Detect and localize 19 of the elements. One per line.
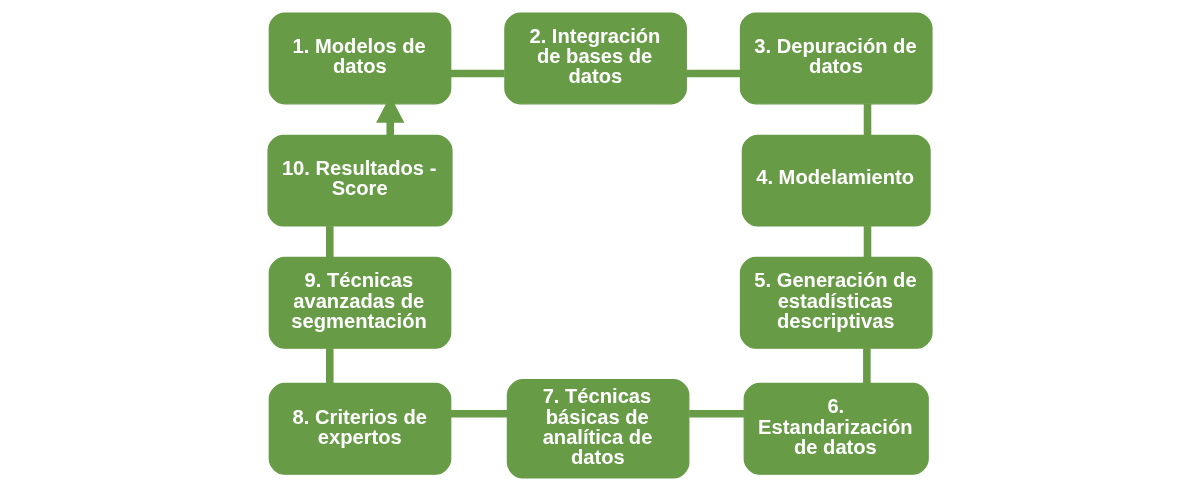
node-box: 2. Integración de bases de datos (503, 12, 687, 105)
connector (450, 69, 504, 78)
node-box: 4. Modelamiento (741, 134, 931, 227)
node-box: 8. Criterios de expertos (268, 382, 451, 475)
connector (325, 226, 334, 258)
node-box: 6. Estandarización de datos (743, 382, 929, 475)
node-box: 5. Generación de estadísticas descriptivas (739, 256, 933, 349)
connector (325, 348, 334, 384)
node-box: 9. Técnicas avanzadas de segmentación (268, 256, 451, 349)
connector (450, 409, 507, 418)
node-box: 1. Modelos de datos (268, 12, 451, 105)
connector (686, 69, 740, 78)
node-box: 10. Resultados - Score (266, 134, 453, 227)
node-box: 7. Técnicas básicas de analítica de datos (506, 379, 689, 479)
connector (863, 103, 871, 136)
node-box: 3. Depuración de datos (739, 12, 933, 105)
connector (863, 226, 871, 258)
connector (688, 409, 744, 418)
connector (862, 348, 871, 384)
